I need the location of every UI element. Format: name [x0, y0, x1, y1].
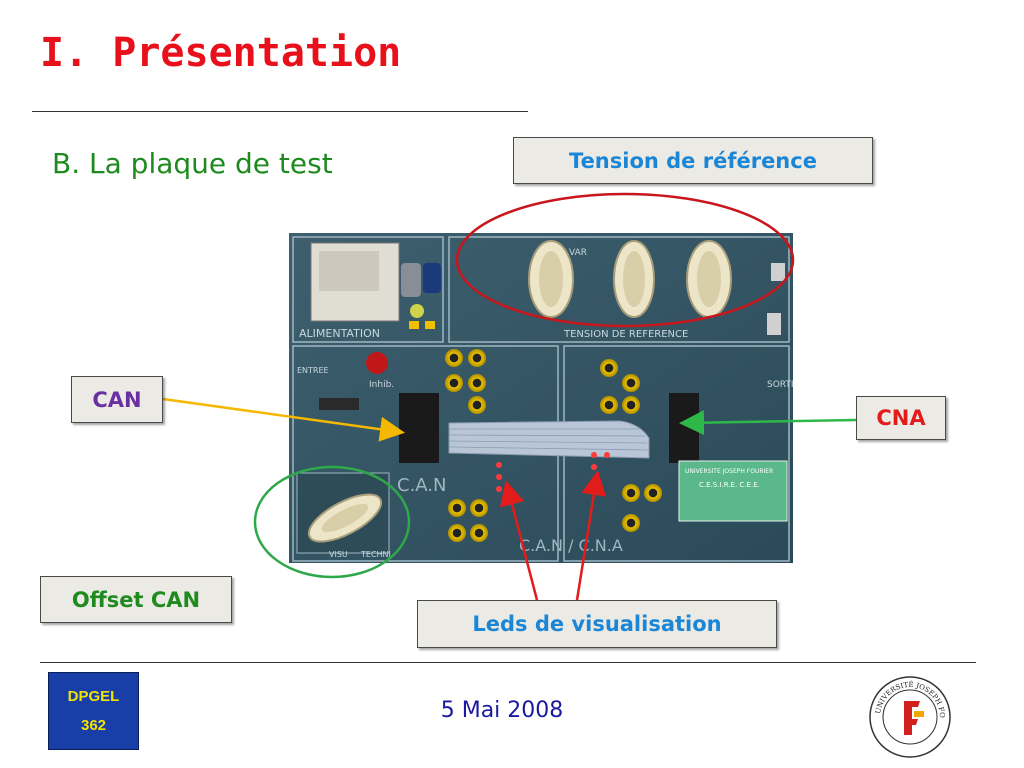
- silkscreen-can: C.A.N: [397, 475, 446, 496]
- silkscreen-sortie: SORTIE: [767, 380, 793, 390]
- sticker-line2: C.E.S.I.R.E. C.E.E.: [699, 481, 760, 489]
- course-badge: DPGEL 362: [48, 672, 139, 750]
- silkscreen-alimentation: ALIMENTATION: [299, 327, 380, 340]
- connector: [771, 263, 785, 281]
- label-can: CAN: [71, 376, 163, 423]
- logo-mark-accent: [914, 711, 924, 717]
- component: [425, 321, 435, 329]
- label-offset-can: Offset CAN: [40, 576, 232, 623]
- yellow-jacks-cna: [600, 359, 662, 532]
- test-board-photo: ALIMENTATION VAR TENSION DE REFERENCE In…: [289, 233, 793, 563]
- footer-date: 5 Mai 2008: [440, 698, 564, 723]
- label-tension-reference: Tension de référence: [513, 137, 873, 184]
- badge-line2: 362: [80, 717, 107, 734]
- section-alimentation: [292, 236, 444, 343]
- potentiometer-3: [686, 240, 732, 318]
- badge-line1: DPGEL: [67, 688, 120, 705]
- inhib-button: [366, 352, 388, 374]
- chip-can: [399, 393, 439, 463]
- slide-title: I. Présentation: [40, 30, 402, 76]
- chip-cna: [669, 393, 699, 463]
- yellow-jacks-can-bottom: [448, 499, 488, 542]
- capacitor: [423, 263, 441, 293]
- leds-cna: [591, 452, 610, 470]
- silkscreen-inhib: Inhib.: [369, 380, 394, 390]
- component: [410, 304, 424, 318]
- silkscreen-tension: TENSION DE REFERENCE: [563, 329, 688, 340]
- leds-can: [496, 462, 502, 492]
- university-logo: UNIVERSITÉ JOSEPH FOURIER: [868, 675, 951, 758]
- silkscreen-entree: ENTREE: [297, 366, 329, 375]
- ribbon-cable: [448, 420, 650, 459]
- ribbon-lines: [448, 428, 650, 451]
- silkscreen-techn: TECHNI: [360, 550, 391, 559]
- silkscreen-var: VAR: [569, 248, 587, 258]
- logo-mark: [904, 701, 920, 735]
- silkscreen-visu: VISU: [329, 550, 348, 559]
- silkscreen-can-cna: C.A.N / C.N.A: [519, 536, 623, 555]
- sticker-line1: UNIVERSITE JOSEPH FOURIER: [685, 468, 773, 475]
- university-sticker: [678, 460, 788, 522]
- potentiometer-offset: [296, 472, 390, 554]
- title-divider: [32, 111, 528, 112]
- slide-subtitle: B. La plaque de test: [52, 147, 333, 180]
- potentiometer-2: [613, 240, 655, 318]
- capacitor: [401, 263, 421, 297]
- component: [409, 321, 419, 329]
- transformer-label: [319, 251, 379, 291]
- connector: [767, 313, 781, 335]
- label-leds-visualisation: Leds de visualisation: [417, 600, 777, 648]
- chip: [319, 398, 359, 410]
- footer-divider: [40, 662, 976, 663]
- yellow-jacks-can-top: [445, 349, 486, 414]
- potentiometer-var: [528, 240, 574, 318]
- label-cna: CNA: [856, 396, 946, 440]
